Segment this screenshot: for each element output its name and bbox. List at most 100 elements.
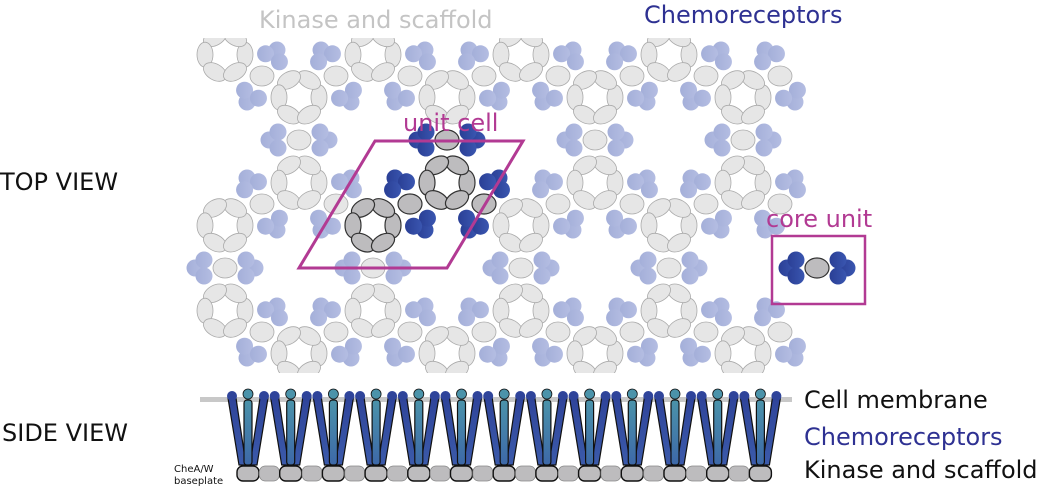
receptor-circle [195, 267, 213, 285]
receptor-head [387, 391, 398, 401]
receptor-circle [236, 337, 254, 355]
receptor-circle [693, 345, 711, 363]
receptor-circle [565, 123, 583, 141]
baseplate-label-line2: baseplate [174, 476, 224, 487]
receptor-circle [775, 173, 793, 191]
receptor-circle [640, 81, 658, 99]
receptor-circle [755, 139, 773, 157]
baseplate-scaffold [600, 465, 622, 482]
unit-cell-outline [296, 139, 526, 270]
receptor-circle [479, 345, 497, 363]
receptor-circle [607, 123, 625, 141]
receptor-head [584, 388, 595, 400]
receptor-circle [384, 181, 402, 199]
receptor-head [301, 391, 312, 401]
receptor-leg [676, 397, 696, 466]
receptor-head [654, 391, 664, 401]
receptor-circle [417, 123, 435, 141]
baseplate-kinase [407, 465, 431, 482]
receptor-leg [334, 397, 354, 466]
receptor-leg [377, 397, 397, 466]
receptor-circle [249, 345, 267, 363]
receptor-circle [680, 337, 698, 355]
receptor-center-leg [328, 399, 338, 466]
receptor-circle [532, 81, 550, 99]
receptor-circle [385, 267, 403, 285]
receptor-leg [697, 397, 717, 466]
cheA-ellipse [767, 193, 793, 215]
receptor-circle [491, 267, 509, 285]
receptor-circle [829, 251, 847, 269]
kinase-ellipse [445, 360, 469, 373]
receptor-circle [269, 123, 287, 141]
cheA-ellipse [582, 129, 608, 151]
receptor-circle [619, 301, 637, 319]
receptor-head [557, 391, 568, 401]
receptor-circle [331, 345, 349, 363]
receptor-circle [249, 89, 267, 107]
cheA-ellipse [656, 257, 682, 279]
receptor-head [669, 388, 681, 400]
receptor-circle [459, 123, 477, 141]
receptor-circle [701, 301, 719, 319]
receptor-center-leg [584, 399, 595, 466]
kinase-ellipse [741, 360, 765, 373]
receptor-circle [681, 267, 699, 285]
receptor-circle [767, 301, 785, 319]
baseplate-scaffold [643, 465, 665, 482]
cheA-ellipse [397, 321, 423, 343]
receptor-circle [680, 181, 698, 199]
receptor-head [568, 391, 579, 401]
receptor-circle [693, 173, 711, 191]
receptor-center-leg [627, 399, 637, 466]
chemoreceptors-label-side: Chemoreceptors [804, 423, 1003, 451]
cheA-ellipse [767, 321, 793, 343]
side-view-label: SIDE VIEW [2, 419, 128, 447]
receptor-circle [754, 309, 772, 327]
receptor-circle [565, 139, 583, 157]
receptor-circle [533, 267, 551, 285]
receptor-head [344, 391, 355, 401]
receptor-center-leg [670, 399, 680, 466]
receptor-circle [459, 139, 477, 157]
baseplate-scaffold [429, 465, 451, 482]
kinase-ellipse [519, 62, 543, 82]
receptor-circle [257, 301, 275, 319]
receptor-head [429, 391, 440, 401]
baseplate-scaffold [472, 465, 494, 482]
receptor-circle [754, 209, 772, 227]
receptor-circle [343, 251, 361, 269]
unit-cell-highlight [344, 123, 510, 253]
kinase-scaffold-label-top: Kinase and scaffold [259, 6, 493, 34]
receptor-leg [398, 397, 418, 466]
receptor-circle [269, 139, 287, 157]
cheA-ellipse [471, 65, 497, 87]
baseplate-kinase [449, 465, 474, 482]
receptor-head [312, 391, 323, 401]
receptor-circle [553, 45, 571, 63]
kinase-ellipse [721, 360, 745, 373]
receptor-circle [532, 181, 550, 199]
cheA-ellipse [397, 193, 423, 215]
receptor-head [285, 388, 297, 400]
baseplate-label-line1: CheA/W [174, 464, 214, 475]
baseplate-kinase [364, 465, 388, 482]
receptor-circle [237, 251, 255, 269]
receptor-circle [788, 81, 806, 99]
receptor-head [541, 388, 553, 400]
receptor-circle [492, 81, 510, 99]
receptor-leg [591, 397, 611, 466]
receptor-circle [619, 45, 637, 63]
receptor-circle [627, 345, 645, 363]
kinase-ellipse [223, 232, 247, 253]
receptor-center-leg [499, 399, 509, 466]
receptor-leg [440, 397, 461, 466]
cheA-ellipse [249, 65, 275, 87]
kinase-ellipse [370, 232, 396, 253]
receptor-circle [640, 181, 658, 199]
receptor-circle [270, 209, 288, 227]
cheA-ellipse [730, 129, 756, 151]
baseplate-kinase [492, 465, 516, 482]
receptor-circle [693, 89, 711, 107]
receptor-center-leg [755, 399, 766, 466]
